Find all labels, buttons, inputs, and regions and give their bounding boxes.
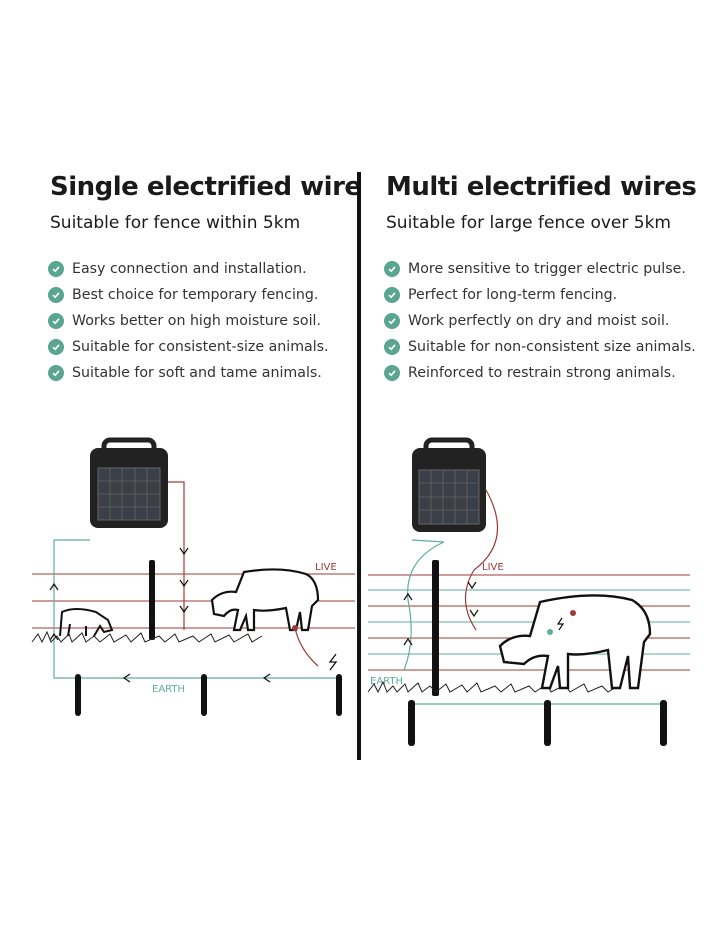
feature-list: More sensitive to trigger electric pulse… <box>384 256 696 386</box>
calf-icon <box>59 608 114 637</box>
panel-subtitle: Suitable for fence within 5km <box>50 213 301 233</box>
feature-item: Work perfectly on dry and moist soil. <box>384 308 696 334</box>
panel-subtitle: Suitable for large fence over 5km <box>386 213 671 233</box>
ground-stake-icon <box>201 674 207 716</box>
feature-item: Best choice for temporary fencing. <box>48 282 329 308</box>
cow-icon <box>498 594 652 690</box>
ground-stake-icon <box>544 700 551 746</box>
single-wire-diagram: LIVE EARTH <box>31 437 355 716</box>
fence-post-icon <box>432 560 439 696</box>
feature-item: Perfect for long-term fencing. <box>384 282 696 308</box>
spark-icon <box>556 617 565 631</box>
live-label: LIVE <box>482 562 504 573</box>
check-icon <box>48 287 64 303</box>
check-icon <box>384 261 400 277</box>
panel-title: Multi electrified wires <box>386 172 697 202</box>
ground-stake-icon <box>336 674 342 716</box>
feature-list: Easy connection and installation. Best c… <box>48 256 329 386</box>
feature-item: Easy connection and installation. <box>48 256 329 282</box>
ground-stake-icon <box>408 700 415 746</box>
feature-text: Work perfectly on dry and moist soil. <box>408 313 670 329</box>
earth-label: EARTH <box>370 676 403 687</box>
feature-text: Best choice for temporary fencing. <box>72 287 319 303</box>
feature-text: Perfect for long-term fencing. <box>408 287 618 303</box>
feature-text: Suitable for consistent-size animals. <box>72 339 329 355</box>
check-icon <box>384 287 400 303</box>
feature-text: Reinforced to restrain strong animals. <box>408 365 676 381</box>
feature-item: Suitable for non-consistent size animals… <box>384 334 696 360</box>
solar-energiser-icon <box>90 437 168 528</box>
multi-wire-diagram: LIVE EARTH <box>367 437 690 746</box>
ground-stake-icon <box>660 700 667 746</box>
feature-text: Suitable for soft and tame animals. <box>72 365 322 381</box>
check-icon <box>48 261 64 277</box>
feature-item: More sensitive to trigger electric pulse… <box>384 256 696 282</box>
fence-post-icon <box>149 560 155 640</box>
check-icon <box>48 313 64 329</box>
panel-divider <box>357 172 361 760</box>
check-icon <box>48 365 64 381</box>
spark-icon <box>328 653 338 671</box>
feature-item: Suitable for consistent-size animals. <box>48 334 329 360</box>
cow-icon <box>210 568 320 632</box>
feature-text: Easy connection and installation. <box>72 261 307 277</box>
live-label: LIVE <box>315 562 337 573</box>
feature-item: Reinforced to restrain strong animals. <box>384 360 696 386</box>
ground-stake-icon <box>75 674 81 716</box>
check-icon <box>384 339 400 355</box>
feature-item: Works better on high moisture soil. <box>48 308 329 334</box>
feature-item: Suitable for soft and tame animals. <box>48 360 329 386</box>
check-icon <box>384 313 400 329</box>
feature-text: Suitable for non-consistent size animals… <box>408 339 696 355</box>
feature-text: Works better on high moisture soil. <box>72 313 321 329</box>
solar-energiser-icon <box>412 437 486 532</box>
earth-label: EARTH <box>152 684 185 695</box>
feature-text: More sensitive to trigger electric pulse… <box>408 261 686 277</box>
panel-title: Single electrified wire <box>50 172 362 202</box>
check-icon <box>384 365 400 381</box>
check-icon <box>48 339 64 355</box>
